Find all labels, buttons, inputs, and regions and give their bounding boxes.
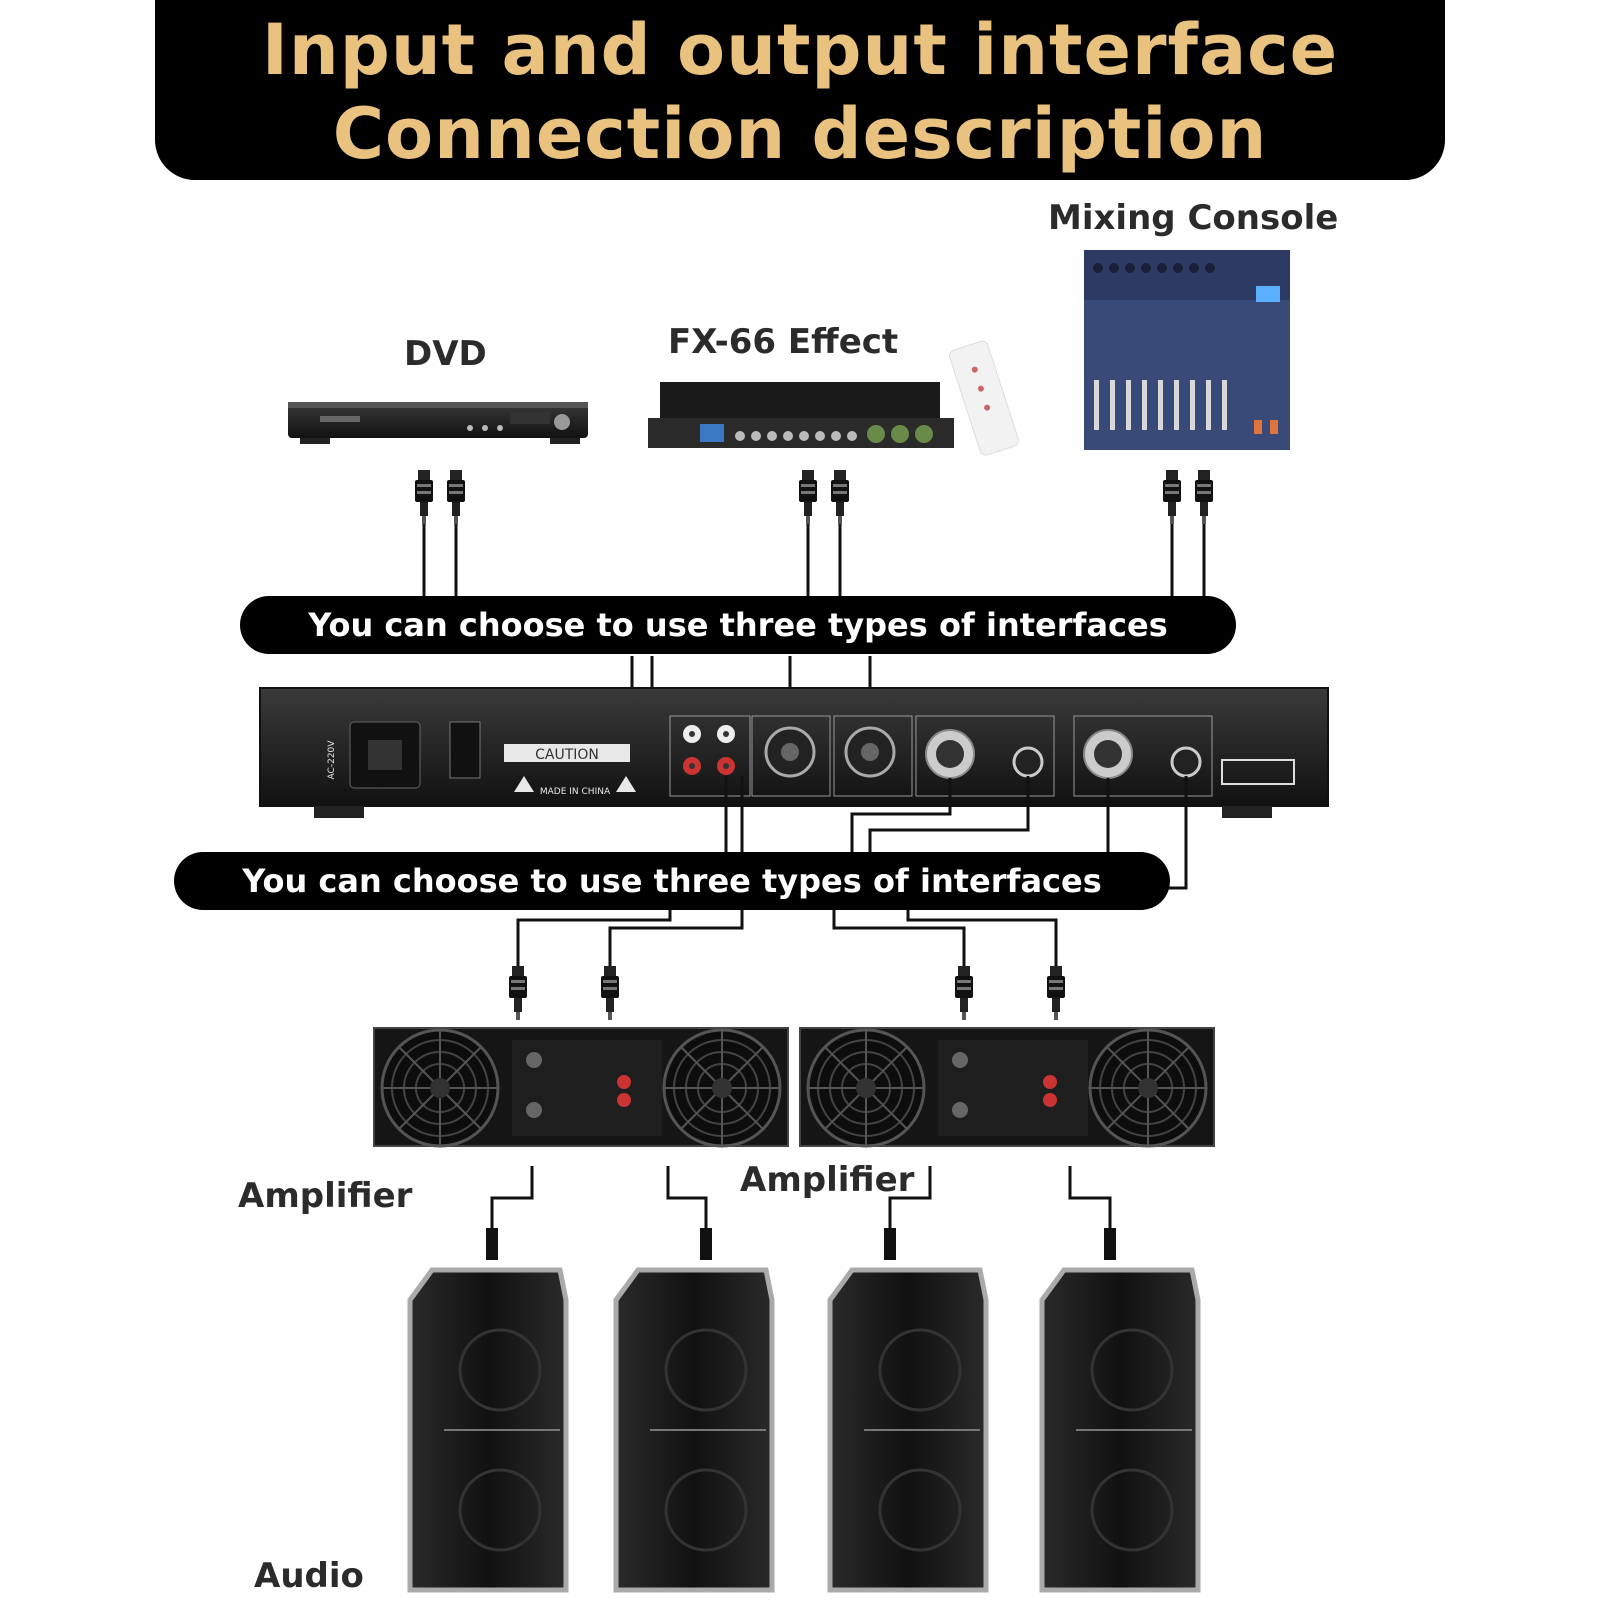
amplifier-left-icon	[373, 1027, 789, 1148]
speaker-plugs	[486, 1228, 1116, 1260]
mixer-label: Mixing Console	[1048, 198, 1339, 238]
dvd-label: DVD	[404, 334, 487, 374]
title-line-1: Input and output interface	[261, 9, 1339, 91]
effect-label: FX-66 Effect	[668, 322, 899, 362]
speaker-2-icon	[613, 1267, 775, 1593]
output-cables	[516, 776, 1188, 970]
effect-unit-icon	[648, 340, 1019, 456]
made-in-text: MADE IN CHINA	[540, 787, 611, 797]
amplifier-label-left: Amplifier	[238, 1176, 413, 1216]
voltage-text: AC-220V	[327, 740, 337, 780]
dvd-player-icon	[288, 402, 588, 444]
audio-label: Audio	[254, 1556, 364, 1596]
speaker-4-icon	[1039, 1267, 1201, 1593]
speaker-cables	[490, 1166, 1112, 1232]
caution-text: CAUTION	[535, 747, 599, 763]
mixing-console-icon	[1084, 250, 1290, 450]
speaker-3-icon	[827, 1267, 989, 1593]
title-banner: Input and output interface Connection de…	[155, 0, 1445, 180]
amplifier-label-right: Amplifier	[740, 1160, 915, 1200]
interface-note-top: You can choose to use three types of int…	[240, 596, 1236, 654]
equalizer-rear-panel	[259, 687, 1329, 818]
amplifier-right-icon	[799, 1027, 1215, 1148]
interface-note-bottom: You can choose to use three types of int…	[174, 852, 1170, 910]
speaker-1-icon	[407, 1267, 569, 1593]
title-line-2: Connection description	[332, 93, 1268, 175]
